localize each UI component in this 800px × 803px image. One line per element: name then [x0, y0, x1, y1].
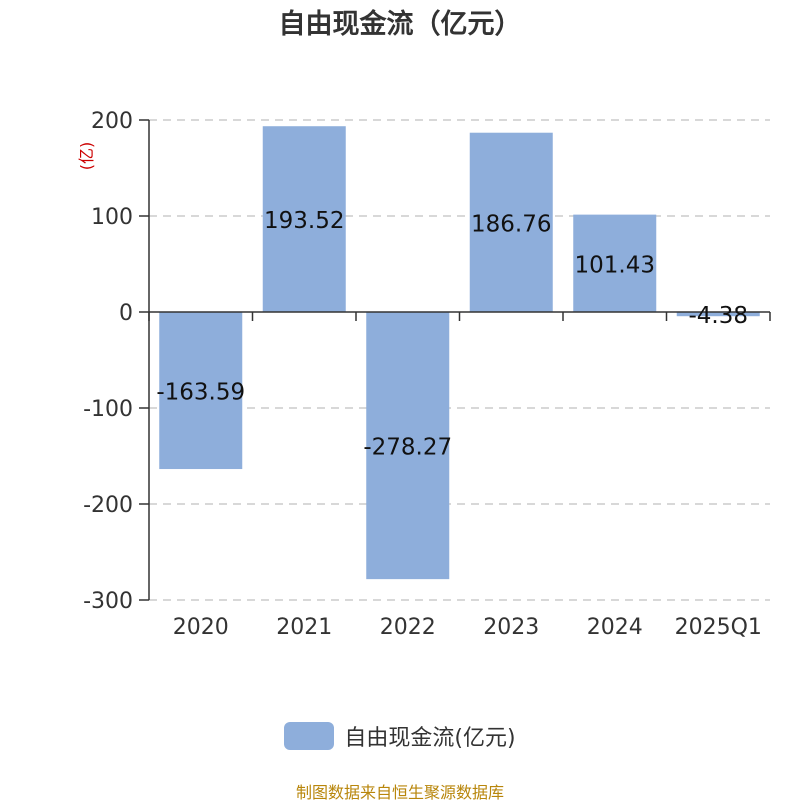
y-tick-label: 0 — [119, 301, 133, 326]
x-tick-label: 2023 — [483, 615, 539, 640]
x-tick-label: 2020 — [173, 615, 229, 640]
bar-2024 — [573, 214, 657, 312]
y-tick-label: -300 — [83, 589, 133, 614]
y-tick-label: 100 — [91, 205, 133, 230]
legend[interactable]: 自由现金流(亿元) — [0, 720, 800, 752]
data-label: 193.52 — [264, 208, 344, 234]
x-tick-label: 2024 — [587, 615, 643, 640]
data-label: 101.43 — [575, 252, 655, 278]
y-axis-label: (亿) — [77, 142, 96, 171]
source-note: 制图数据来自恒生聚源数据库 — [295, 783, 504, 802]
data-label: -278.27 — [363, 435, 452, 461]
data-label: -163.59 — [156, 380, 245, 406]
x-tick-label: 2021 — [276, 615, 332, 640]
data-label: 186.76 — [471, 211, 551, 237]
bar-2020 — [159, 312, 243, 470]
legend-swatch — [284, 722, 335, 750]
y-tick-label: -100 — [83, 397, 133, 422]
x-tick-label: 2025Q1 — [675, 615, 762, 640]
bar-2022 — [366, 312, 450, 580]
data-label: -4.38 — [688, 303, 748, 329]
y-tick-label: 200 — [91, 109, 133, 134]
y-tick-label: -200 — [83, 493, 133, 518]
legend-label: 自由现金流(亿元) — [344, 726, 516, 751]
x-tick-label: 2022 — [380, 615, 436, 640]
bar-2025Q1 — [676, 312, 760, 317]
bar-2023 — [469, 132, 553, 312]
chart-title: 自由现金流（亿元） — [278, 9, 522, 40]
bar-2021 — [262, 126, 346, 313]
